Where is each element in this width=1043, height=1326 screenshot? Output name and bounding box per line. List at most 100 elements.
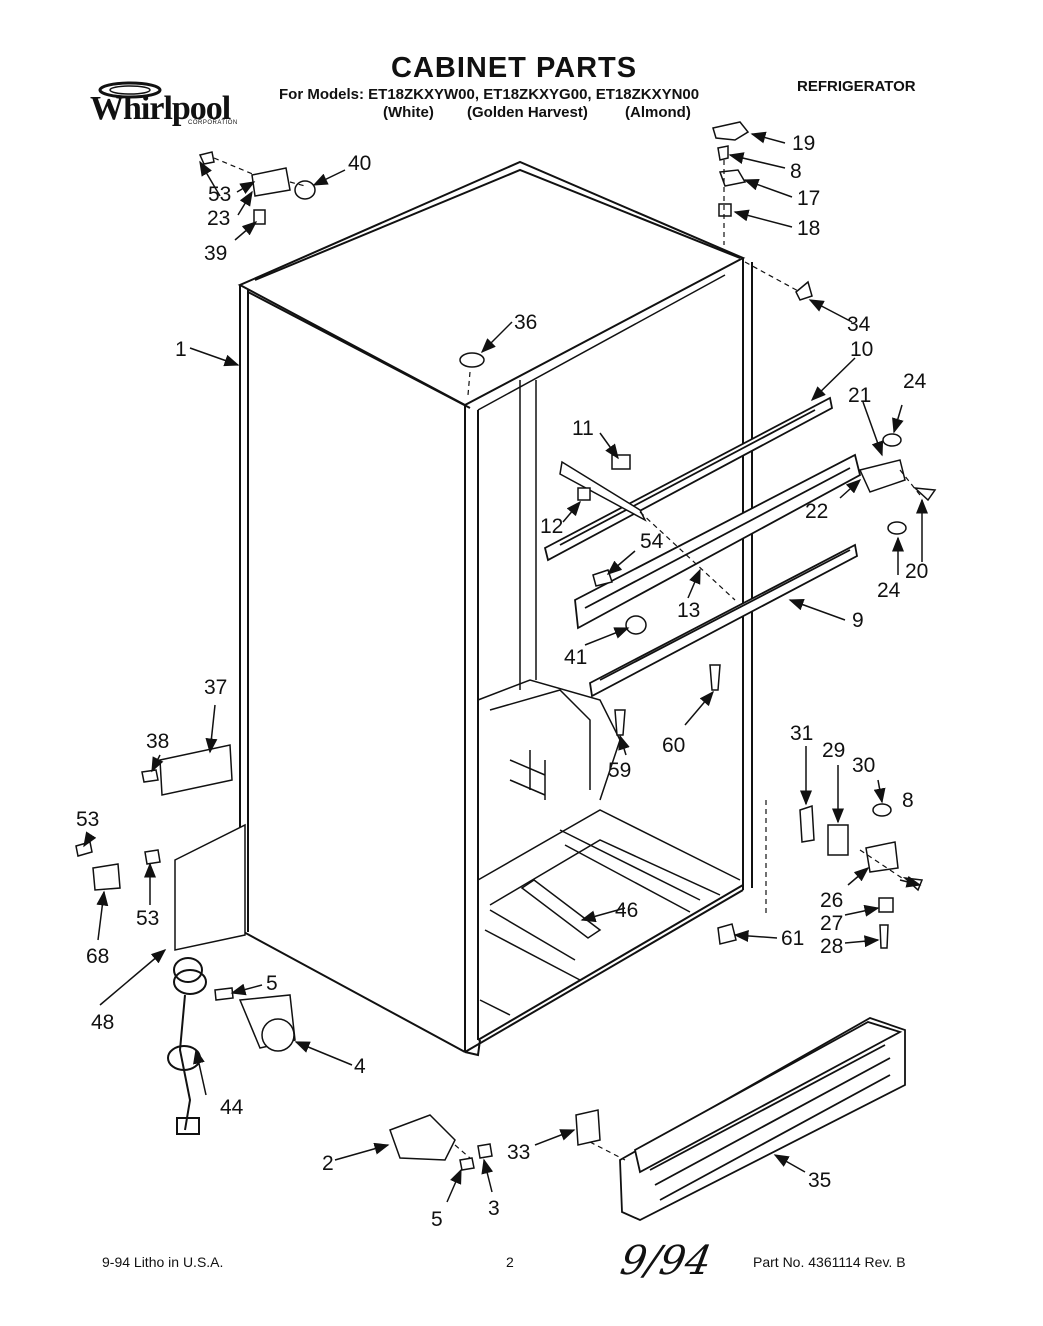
shelf-rail-10	[543, 396, 834, 562]
callout-4: 4	[354, 1055, 366, 1078]
callout-19: 19	[792, 132, 815, 155]
wheel-4	[261, 1018, 295, 1052]
callout-53-top: 53	[208, 183, 231, 206]
callout-34: 34	[847, 313, 871, 336]
washer-30	[872, 803, 892, 817]
callout-5-bottom: 5	[431, 1208, 443, 1231]
washer-24-bottom	[887, 521, 907, 535]
callout-24-top: 24	[903, 370, 927, 393]
connector-12	[577, 487, 591, 501]
liner-interior	[477, 274, 741, 1016]
callout-8-right: 8	[902, 789, 914, 812]
cap-27	[878, 897, 894, 913]
screw-60	[709, 664, 721, 691]
callout-59: 59	[608, 759, 631, 782]
screw-5-bottom	[459, 1157, 475, 1171]
callout-46: 46	[615, 899, 638, 922]
category-label: REFRIGERATOR	[797, 78, 916, 95]
callout-37: 37	[204, 676, 227, 699]
hinge-26	[865, 841, 899, 873]
screw-53-mid	[144, 849, 161, 865]
logo-swirl-icon	[98, 81, 162, 99]
hinge-21	[858, 459, 906, 493]
screw-53-top	[198, 151, 215, 165]
callout-54: 54	[640, 530, 664, 553]
callout-29: 29	[822, 739, 845, 762]
callout-36: 36	[514, 311, 537, 334]
callout-17: 17	[797, 187, 820, 210]
harness-37	[159, 744, 233, 796]
hinge-cover-19	[712, 121, 750, 141]
callout-23: 23	[207, 207, 230, 230]
callout-28: 28	[820, 935, 843, 958]
callout-13: 13	[677, 599, 700, 622]
variant-white: (White)	[383, 104, 434, 121]
callout-27: 27	[820, 912, 843, 935]
clamp-68	[92, 863, 121, 891]
footer-litho: 9-94 Litho in U.S.A.	[102, 1254, 224, 1270]
screw-3	[477, 1143, 493, 1159]
tube-46	[520, 879, 602, 939]
variant-almond: (Almond)	[625, 104, 691, 121]
models-line: For Models: ET18ZKXYW00, ET18ZKXYG00, ET…	[279, 86, 700, 103]
shelf-rail-9	[589, 543, 859, 698]
callout-39: 39	[204, 242, 227, 265]
screw-38	[141, 769, 159, 783]
clip-11	[611, 454, 631, 470]
shim-61	[717, 923, 737, 945]
callout-3: 3	[488, 1197, 500, 1220]
power-cord-44	[167, 957, 207, 1135]
shim-18	[718, 203, 732, 217]
hinge-23	[251, 167, 291, 197]
callout-53-mid: 53	[136, 907, 159, 930]
callout-61: 61	[781, 927, 804, 950]
callout-22: 22	[805, 500, 828, 523]
callout-26: 26	[820, 889, 843, 912]
base-grille-35	[619, 1017, 906, 1221]
roller-2	[389, 1114, 456, 1161]
callout-41: 41	[564, 646, 587, 669]
page-title: CABINET PARTS	[391, 52, 638, 84]
callout-53-left: 53	[76, 808, 99, 831]
callout-18: 18	[797, 217, 820, 240]
plug-36	[459, 352, 485, 368]
clip-33	[575, 1109, 601, 1146]
handwritten-date: 9/94	[616, 1238, 715, 1284]
callout-30: 30	[852, 754, 875, 777]
callout-9: 9	[852, 609, 864, 632]
screw-53-left	[75, 841, 93, 857]
callout-21: 21	[848, 384, 871, 407]
leader-lines	[83, 131, 928, 1203]
callout-48: 48	[91, 1011, 114, 1034]
brand-subtitle: CORPORATION	[188, 120, 238, 126]
footer-part-number: Part No. 4361114 Rev. B	[753, 1254, 906, 1270]
bushing-39	[253, 209, 266, 225]
cover-48	[174, 823, 246, 951]
screw-20	[912, 487, 937, 502]
brand-name: Whirlpool	[90, 90, 231, 127]
assembly-guides	[213, 157, 921, 1161]
callout-10: 10	[850, 338, 873, 361]
callout-8-top: 8	[790, 160, 802, 183]
shim-31	[799, 804, 815, 843]
cabinet-shell	[237, 160, 753, 1057]
callout-35: 35	[808, 1169, 831, 1192]
footer-page-number: 2	[506, 1254, 514, 1270]
callout-5-top: 5	[266, 972, 278, 995]
crossbar-13	[574, 453, 862, 630]
screw-59	[614, 709, 626, 736]
screw-28	[879, 924, 889, 949]
callout-60: 60	[662, 734, 685, 757]
whirlpool-logo: Whirlpool CORPORATION	[78, 78, 246, 130]
callout-1: 1	[175, 338, 187, 361]
screw-5-top	[214, 987, 234, 1001]
knob-41	[625, 615, 647, 635]
screw-8-top	[717, 145, 729, 161]
bracket-29	[827, 824, 849, 856]
callout-33: 33	[507, 1141, 530, 1164]
harness-11	[559, 460, 647, 522]
callout-38: 38	[146, 730, 169, 753]
callout-44: 44	[220, 1096, 244, 1119]
